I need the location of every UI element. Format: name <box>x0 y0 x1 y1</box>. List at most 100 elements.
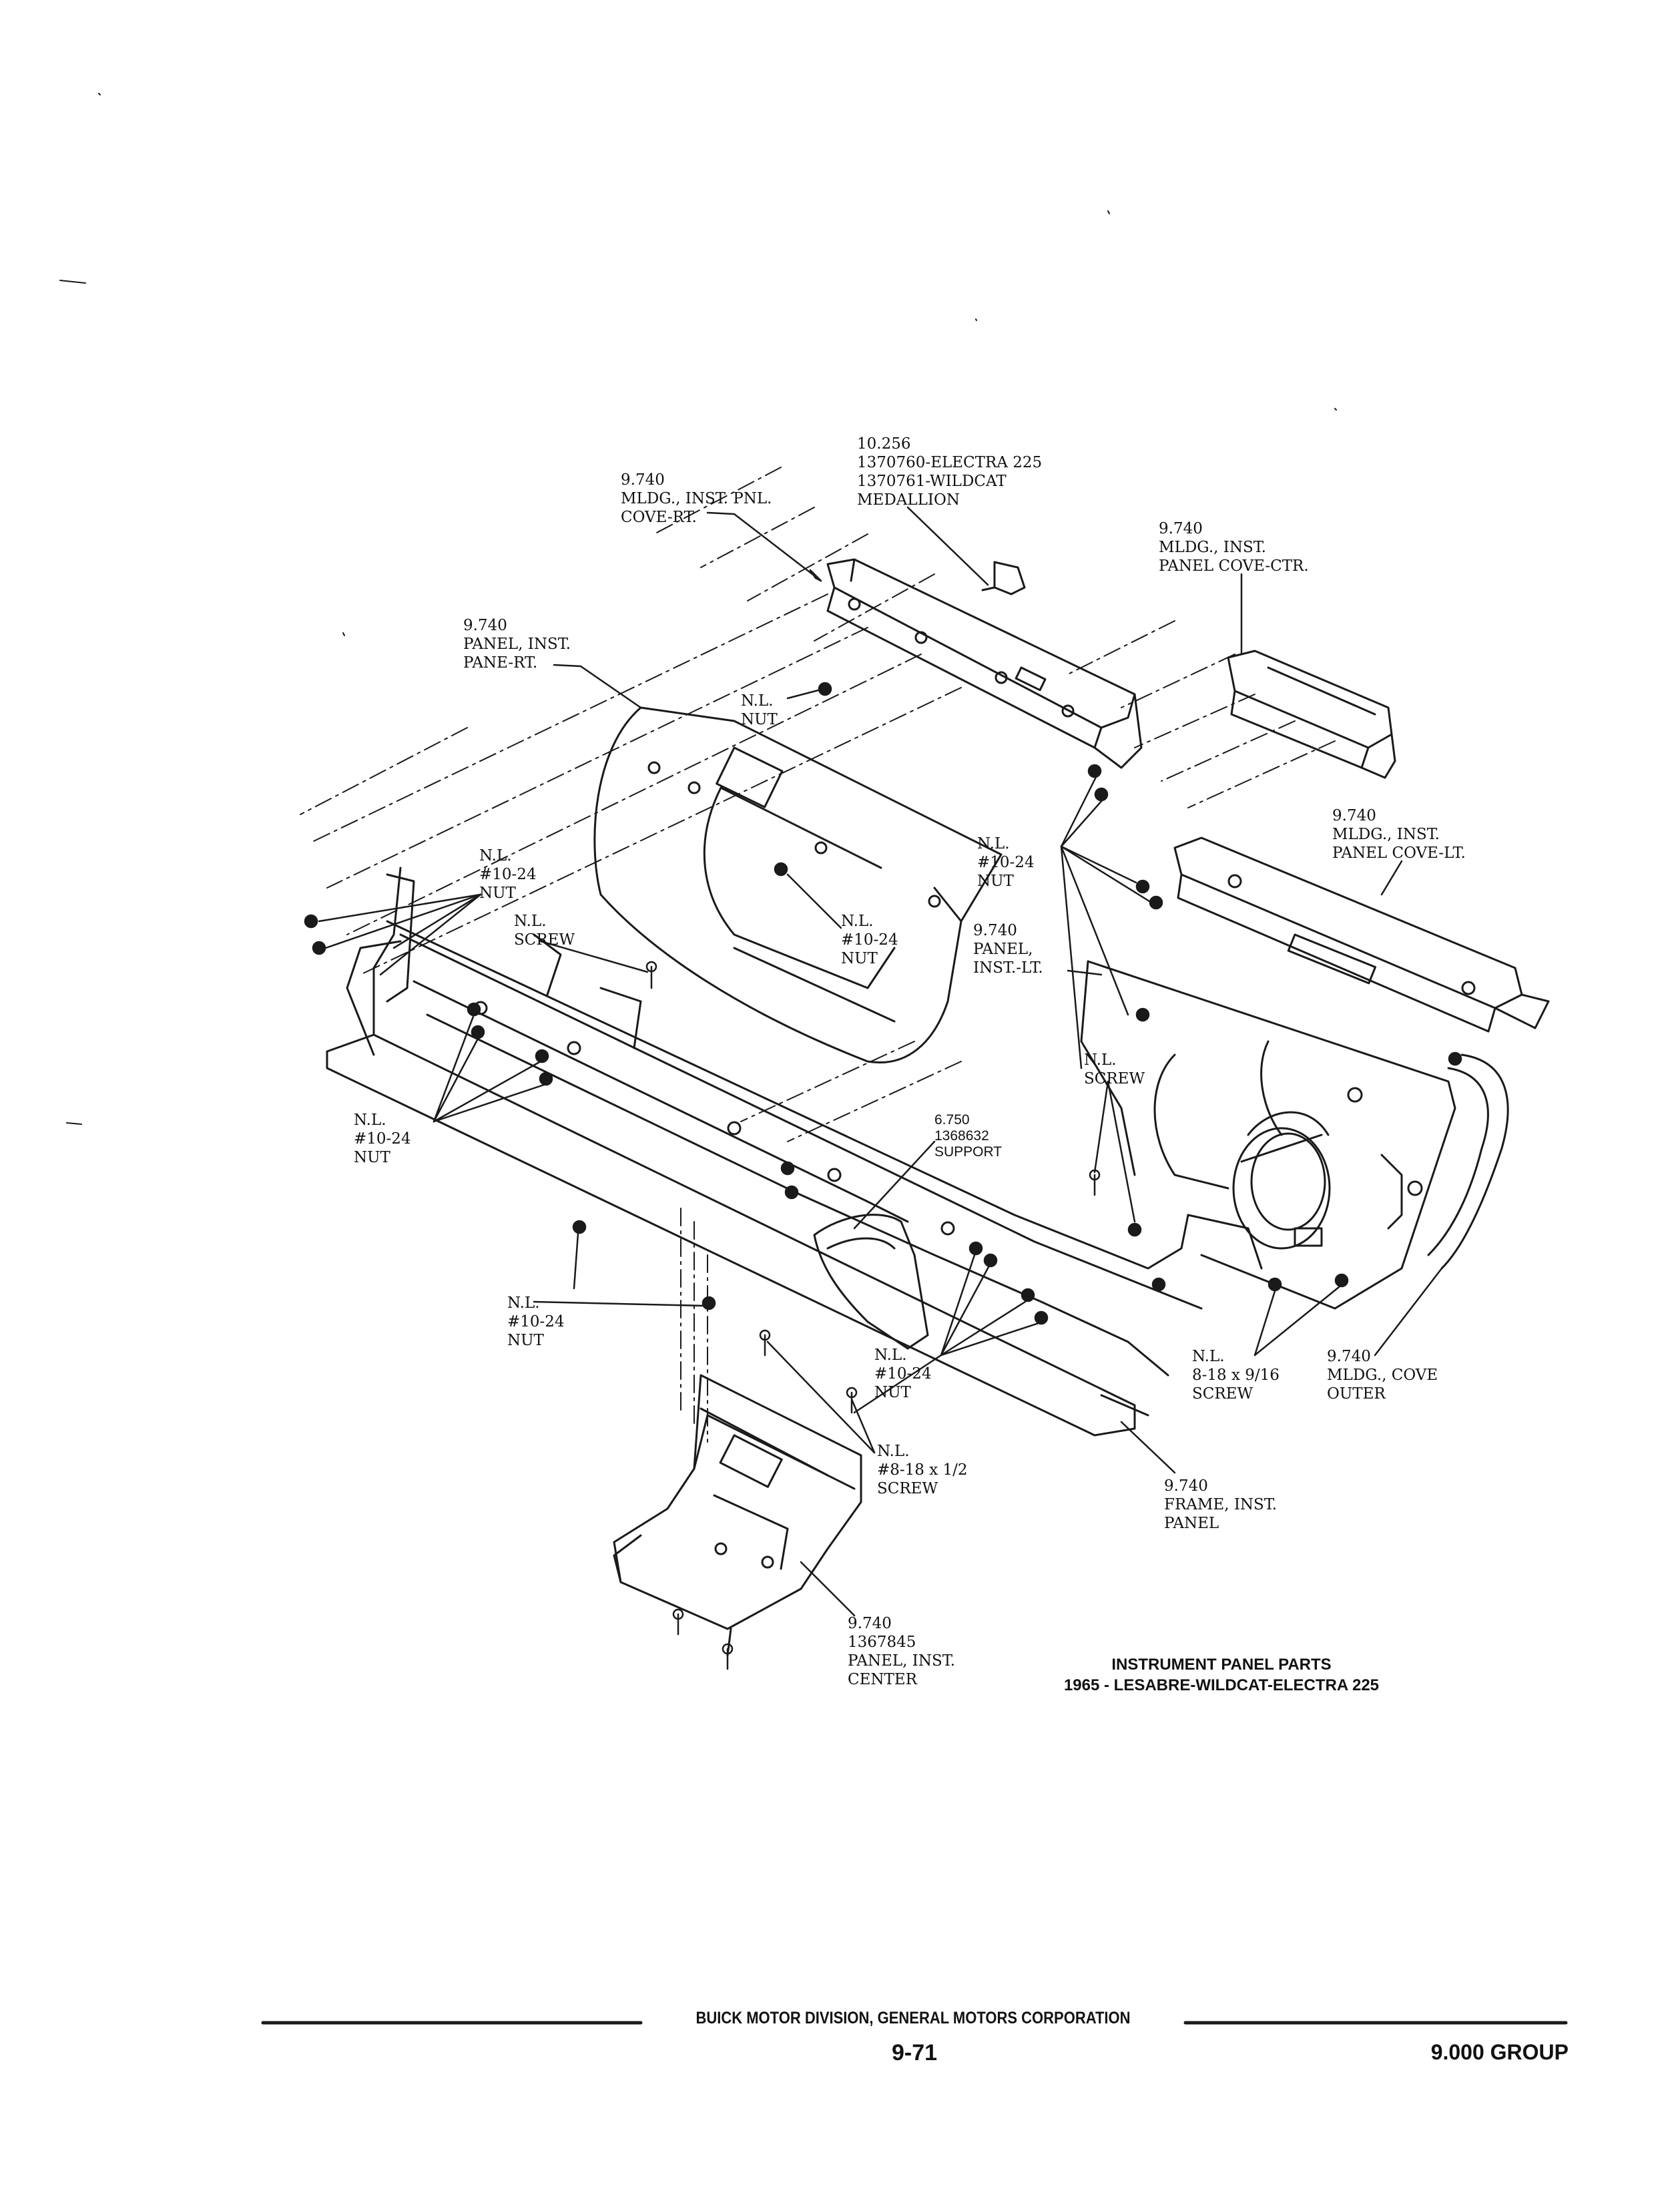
callout-nut-right-a-line1: N.L. <box>977 835 1010 852</box>
callout-cove-rt-line1: MLDG., INST. PNL. <box>621 490 772 507</box>
callout-panel-center: 9.740 1367845 PANEL, INST. CENTER <box>848 1614 955 1689</box>
callout-medallion: 10.256 1370760-ELECTRA 225 1370761-WILDC… <box>857 435 1042 509</box>
panel-inst-left-part <box>1232 1111 1403 1250</box>
callout-screw-right-line1: N.L. <box>1084 1051 1117 1069</box>
callout-panel-center-ref: 9.740 <box>848 1615 892 1632</box>
callout-screw-8-18-916-line3: SCREW <box>1192 1385 1253 1403</box>
fasteners <box>304 682 1462 1670</box>
callout-frame-ref: 9.740 <box>1164 1477 1208 1495</box>
molding-cove-left-part <box>1173 836 1550 1033</box>
callout-cove-ctr: 9.740 MLDG., INST. PANEL COVE-CTR. <box>1159 519 1309 575</box>
callout-panel-rt-line1: PANEL, INST. <box>463 636 571 653</box>
callout-medallion-line3: MEDALLION <box>857 491 960 509</box>
callout-panel-lt-line2: INST.-LT. <box>973 959 1043 977</box>
callout-nut-center-a-line1: N.L. <box>841 913 874 930</box>
callout-screw-8-18-916-line2: 8-18 x 9/16 <box>1192 1367 1280 1384</box>
callout-support-line2: SUPPORT <box>934 1144 1003 1160</box>
panel-inst-right-part <box>593 706 1003 1063</box>
callout-medallion-line1: 1370760-ELECTRA 225 <box>857 454 1043 471</box>
callout-screw-left: N.L. SCREW <box>514 912 575 949</box>
callout-screw-8-18-12: N.L. #8-18 x 1/2 SCREW <box>877 1442 968 1498</box>
callout-medallion-ref: 10.256 <box>857 435 911 453</box>
callout-nut-left-a-line3: NUT <box>479 885 516 902</box>
callout-screw-left-line1: N.L. <box>514 913 547 930</box>
callout-screw-left-line2: SCREW <box>514 931 575 949</box>
callout-nut-right-a-line2: #10-24 <box>977 854 1035 871</box>
callout-cove-rt: 9.740 MLDG., INST. PNL. COVE-RT. <box>621 471 772 527</box>
callout-frame-line2: PANEL <box>1164 1515 1219 1532</box>
callout-nut-left-c: N.L. #10-24 NUT <box>507 1294 565 1350</box>
callout-panel-lt-line1: PANEL, <box>973 941 1033 958</box>
callout-cove-rt-line2: COVE-RT. <box>621 509 697 526</box>
callout-cove-rt-ref: 9.740 <box>621 471 665 489</box>
callout-panel-rt-ref: 9.740 <box>463 617 507 634</box>
callout-cove-ctr-ref: 9.740 <box>1159 520 1203 537</box>
callout-nut-left-b-line3: NUT <box>354 1149 390 1166</box>
callout-frame: 9.740 FRAME, INST. PANEL <box>1164 1477 1277 1533</box>
callout-panel-center-line1: 1367845 <box>848 1634 916 1651</box>
callout-cove-lt: 9.740 MLDG., INST. PANEL COVE-LT. <box>1332 806 1466 863</box>
leader-lines <box>318 506 1443 1617</box>
scan-marks <box>59 93 1337 1125</box>
callout-nut-top-line2: NUT <box>741 711 778 728</box>
callout-nut-center-a-line2: #10-24 <box>841 931 898 949</box>
callout-cove-outer-line2: OUTER <box>1327 1385 1386 1403</box>
callout-support-ref: 6.750 <box>934 1112 970 1128</box>
panel-inst-center-part <box>613 1374 862 1657</box>
callout-panel-center-line2: PANEL, INST. <box>848 1652 956 1670</box>
callout-nut-center-b-line3: NUT <box>874 1384 911 1401</box>
callout-nut-left-c-line2: #10-24 <box>507 1313 565 1330</box>
callout-nut-center-b-line2: #10-24 <box>874 1365 932 1383</box>
callout-nut-left-c-line1: N.L. <box>507 1294 540 1312</box>
callout-cove-outer: 9.740 MLDG., COVE OUTER <box>1327 1347 1438 1403</box>
callout-nut-right-a: N.L. #10-24 NUT <box>977 834 1035 891</box>
callout-nut-left-b-line1: N.L. <box>354 1112 386 1129</box>
callout-cove-outer-line1: MLDG., COVE <box>1327 1367 1438 1384</box>
callout-nut-top: N.L. NUT <box>741 692 778 729</box>
callout-screw-8-18-12-line2: #8-18 x 1/2 <box>877 1461 968 1479</box>
callout-nut-right-a-line3: NUT <box>977 873 1014 890</box>
molding-cove-center-part <box>1227 650 1396 779</box>
footer-division: BUICK MOTOR DIVISION, GENERAL MOTORS COR… <box>695 2008 1131 2027</box>
callout-screw-8-18-916: N.L. 8-18 x 9/16 SCREW <box>1192 1347 1280 1403</box>
callout-nut-left-a-line1: N.L. <box>479 847 512 865</box>
callout-panel-lt-ref: 9.740 <box>973 922 1017 939</box>
callout-screw-8-18-12-line1: N.L. <box>877 1443 910 1460</box>
callout-medallion-line2: 1370761-WILDCAT <box>857 473 1007 490</box>
callout-support-line1: 1368632 <box>934 1128 989 1144</box>
footer-page-number: 9-71 <box>891 2040 938 2065</box>
figure-caption: INSTRUMENT PANEL PARTS 1965 - LESABRE-WI… <box>1048 1654 1395 1696</box>
callout-nut-center-a: N.L. #10-24 NUT <box>841 912 898 968</box>
support-part <box>813 1214 929 1350</box>
callout-panel-lt: 9.740 PANEL, INST.-LT. <box>973 921 1043 977</box>
callout-frame-line1: FRAME, INST. <box>1164 1496 1278 1513</box>
callout-cove-outer-ref: 9.740 <box>1327 1348 1371 1365</box>
callout-screw-8-18-916-line1: N.L. <box>1192 1348 1225 1365</box>
callout-panel-rt: 9.740 PANEL, INST. PANE-RT. <box>463 616 571 672</box>
medallion-part <box>981 561 1026 595</box>
callout-nut-left-b-line2: #10-24 <box>354 1130 411 1148</box>
molding-cove-outer-part <box>1427 1053 1509 1270</box>
callout-nut-left-a-line2: #10-24 <box>479 866 537 883</box>
callout-cove-ctr-line1: MLDG., INST. <box>1159 539 1266 556</box>
footer-group: 9.000 GROUP <box>1430 2040 1569 2064</box>
callout-panel-center-line3: CENTER <box>848 1671 917 1688</box>
callout-screw-right-line2: SCREW <box>1084 1070 1145 1087</box>
projection-lines <box>300 467 1336 1443</box>
callout-cove-lt-line1: MLDG., INST. <box>1332 826 1440 843</box>
frame-inst-panel-part <box>326 867 1456 1437</box>
callout-nut-center-b: N.L. #10-24 NUT <box>874 1346 932 1402</box>
callout-nut-left-a: N.L. #10-24 NUT <box>479 846 537 903</box>
callout-nut-left-b: N.L. #10-24 NUT <box>354 1111 411 1167</box>
figure-caption-models: 1965 - LESABRE-WILDCAT-ELECTRA 225 <box>1063 1676 1380 1694</box>
callout-cove-ctr-line2: PANEL COVE-CTR. <box>1159 557 1309 575</box>
callout-nut-top-line1: N.L. <box>741 692 774 710</box>
molding-cove-right-part <box>826 558 1143 769</box>
callout-cove-lt-ref: 9.740 <box>1332 807 1376 824</box>
callout-screw-8-18-12-line3: SCREW <box>877 1480 938 1497</box>
figure-caption-title: INSTRUMENT PANEL PARTS <box>1111 1656 1332 1674</box>
callout-nut-left-c-line3: NUT <box>507 1332 544 1349</box>
callout-support: 6.750 1368632 SUPPORT <box>934 1112 1002 1160</box>
callout-nut-center-b-line1: N.L. <box>874 1347 907 1364</box>
